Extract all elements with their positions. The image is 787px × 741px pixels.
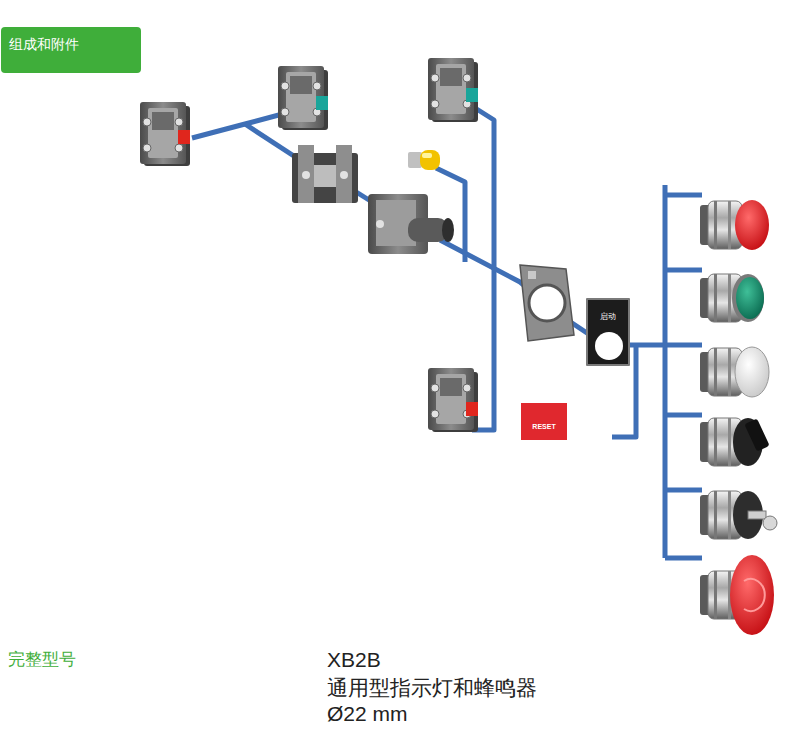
selector-switch [700,418,770,466]
adapter-holder-part [340,171,348,179]
blue-connector-lines-part [440,240,665,345]
light-module-part [442,218,454,242]
plate-window [595,332,623,360]
node-text: 启动 [600,312,616,321]
push-button-red [700,200,769,250]
push-button-white [700,347,769,397]
blue-connector-lines-part [192,112,290,138]
key-switch-part [763,516,777,530]
contact-block-part [428,368,478,432]
push-button-green-part [736,277,764,319]
adapter-holder-part [314,165,336,187]
section-heading: 完整型号 [8,648,76,671]
legend-label: RESET [521,403,567,440]
indicator-bulb-part [420,150,440,170]
blue-connector-lines-part [665,488,702,493]
indicator-bulb-part [422,153,432,158]
mounting-collar-part [520,265,574,341]
blue-connector-lines-part [665,556,702,561]
push-button-red-part [735,200,769,250]
adapter-holder-part [298,145,314,203]
adapter-holder [292,145,358,203]
contact-block-part [466,402,478,416]
mounting-collar-part [529,285,565,321]
blue-connector-lines-part [665,268,702,273]
model-number: XB2B [327,648,381,672]
emergency-stop [700,555,774,635]
emergency-stop-part [730,555,774,635]
blue-connector-lines-part [665,193,702,198]
key-switch-part [748,511,766,519]
blue-connector-lines-part [665,343,702,348]
adapter-holder-part [336,145,352,203]
light-module [368,194,454,254]
contact-block [428,368,478,432]
push-button-green [700,274,764,322]
adapter-holder-part [302,171,310,179]
indicator-bulb [408,150,440,170]
contact-block-part [278,66,328,130]
light-module-part [376,220,384,228]
indicator-bulb-part [408,152,422,168]
node-text: 组成和附件 [9,36,79,52]
contact-block-part [178,130,190,144]
blue-connector-lines-part [436,168,465,262]
contact-block [140,102,190,166]
contact-block-part [466,88,478,102]
push-button-white-part [735,347,769,397]
mounting-collar-part [528,271,536,279]
push-button-green-part [732,274,764,322]
blue-connector-lines-part [663,185,668,558]
node-text: RESET [532,423,555,431]
diameter-dimension: Ø22 mm [327,702,408,726]
contact-block-part [140,102,190,166]
blue-connector-lines-part [665,413,702,418]
selector-switch-part [744,418,769,451]
blue-connector-lines [192,108,702,558]
product-description: 通用型指示灯和蜂鸣器 [327,674,537,702]
key-switch [700,491,777,539]
contact-block-part [316,96,328,110]
section-badge: 组成和附件 [1,27,141,73]
contact-block [278,66,328,130]
mounting-collar [520,265,574,341]
legend-plate: 启动 [586,298,630,366]
contact-block-part [428,58,478,122]
contact-block [428,58,478,122]
emergency-stop-part [744,579,765,611]
